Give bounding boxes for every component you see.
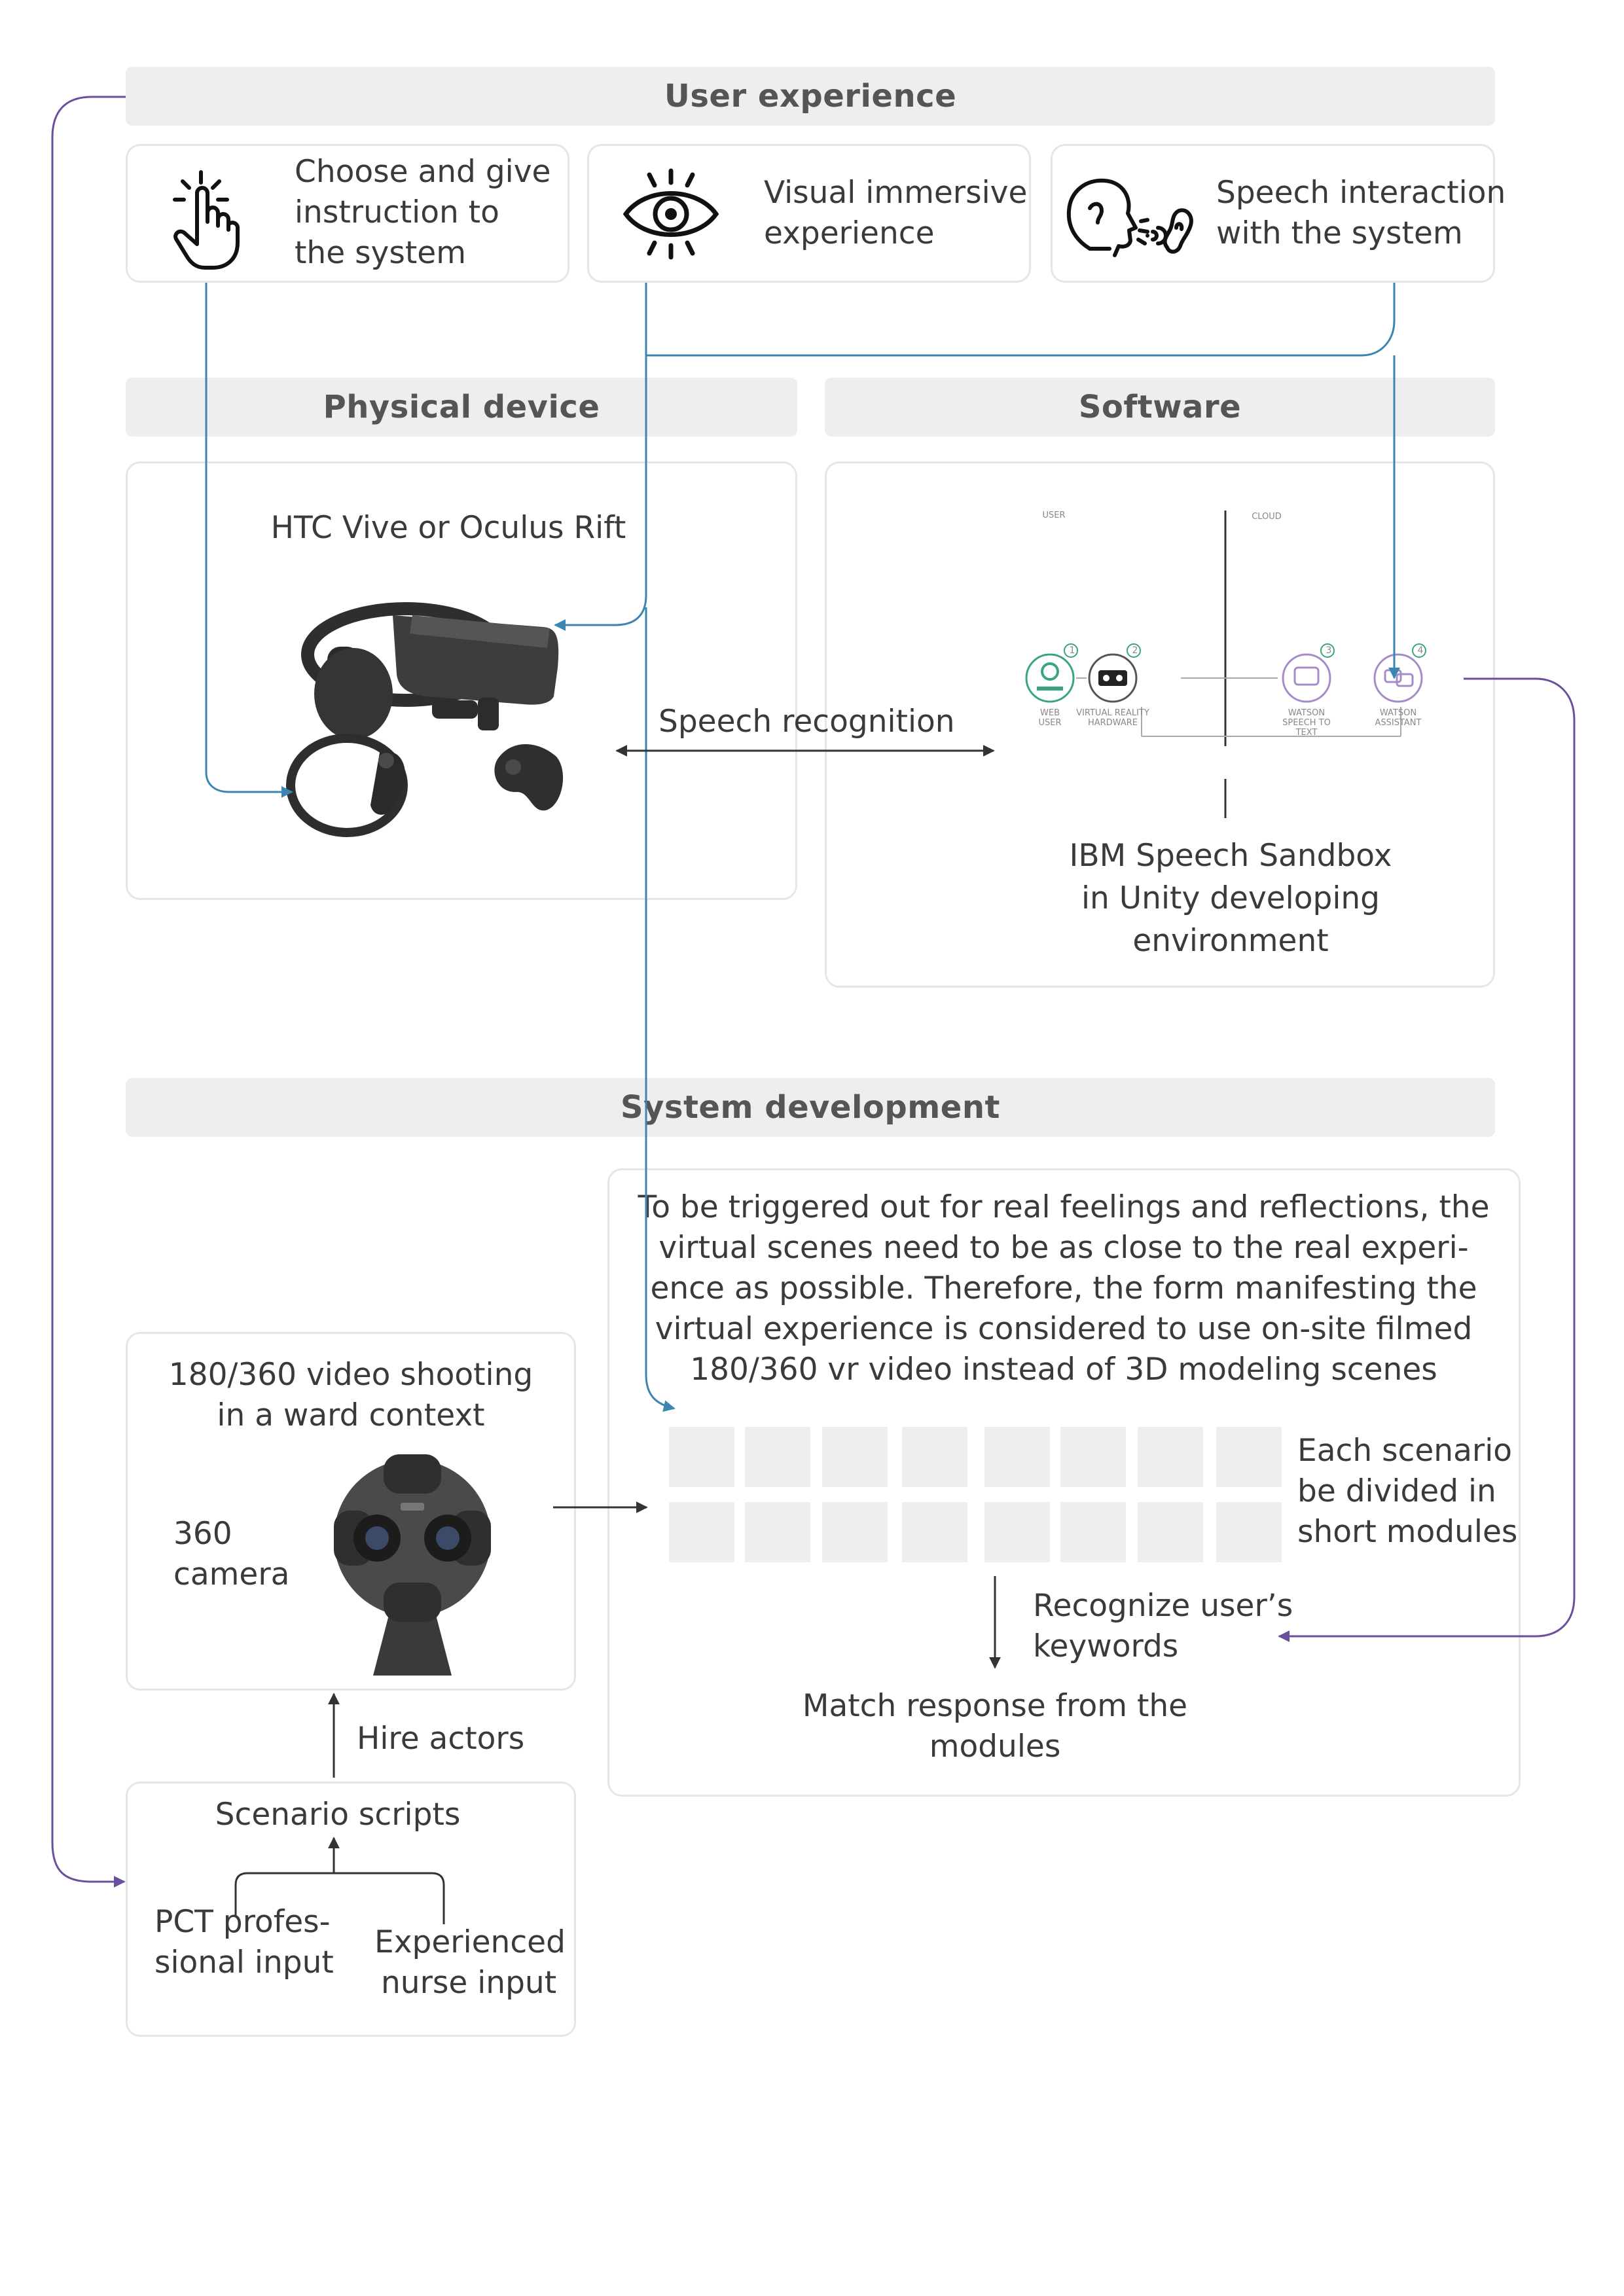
connector-headset-to-modules <box>646 607 674 1408</box>
connector-choose-to-controllers <box>206 283 292 792</box>
connector-visual-to-headset <box>555 283 646 625</box>
connector-visual-speech <box>646 283 1394 355</box>
connector-assistant-to-keywords <box>1279 679 1574 1636</box>
connector-ux-to-scripts <box>52 97 126 1882</box>
inputs-bracket <box>236 1873 444 1924</box>
